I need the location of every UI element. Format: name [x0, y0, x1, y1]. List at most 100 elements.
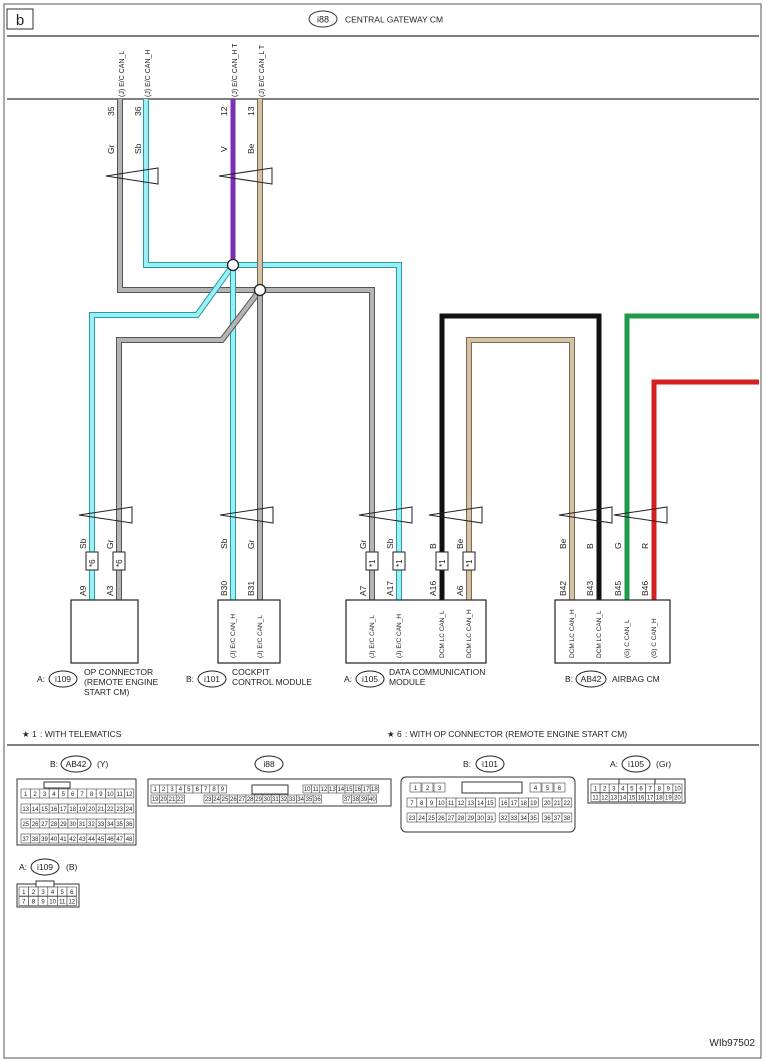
wires [89, 99, 759, 600]
top-signal-13: (J) E/C CAN_L T [259, 44, 266, 97]
i105-pin-12: 12 [601, 796, 608, 802]
op-connector-oval [48, 670, 78, 688]
i101-pin-6: 6 [558, 786, 562, 792]
top-pin-35: 35 [106, 106, 116, 116]
i88-pin-14: 14 [337, 787, 344, 793]
cv-i109-oval [30, 858, 60, 876]
i88-pin-39: 39 [361, 797, 368, 803]
i109-pin-6-cell [66, 886, 77, 897]
ab42-pin-3: 3 [43, 792, 47, 798]
i101-pin-20: 20 [544, 801, 551, 807]
ab42-pin-8: 8 [90, 792, 94, 798]
cockpit-signal-1: (J) E/C CAN_H [230, 614, 237, 658]
ab42-pin-25: 25 [22, 822, 29, 828]
cv-i101-id: i101 [482, 759, 498, 769]
i105-pin-16: 16 [638, 796, 645, 802]
i101-pin-14: 14 [477, 801, 484, 807]
i101-outline [400, 776, 576, 833]
i88-pin-29: 29 [255, 797, 262, 803]
airbag-signal-1: DCM LC CAN_H [569, 609, 576, 658]
color-a9: Sb [78, 538, 88, 549]
cockpit-module-box [217, 599, 281, 664]
note-1-mark: ★ 1 [22, 729, 37, 739]
note-a17: *1 [395, 559, 404, 567]
top-color-36: Sb [133, 143, 143, 154]
i88-pin-22-cell [175, 794, 185, 804]
ab42-pin-38: 38 [32, 837, 39, 843]
i88-pin-35: 35 [306, 797, 313, 803]
gateway-connector: i88 [317, 15, 329, 25]
ab42-pin-2: 2 [33, 792, 37, 798]
i101-pin-34: 34 [520, 816, 527, 822]
i109-pin-3: 3 [41, 890, 45, 896]
pin-b45: B45 [613, 581, 623, 596]
wire-be-loop [467, 338, 574, 600]
i101-pin-19: 19 [530, 801, 537, 807]
i101-pin-23: 23 [409, 816, 416, 822]
i101-pin-28: 28 [458, 816, 465, 822]
i101-pin-36: 36 [544, 816, 551, 822]
top-pin-13: 13 [246, 106, 256, 116]
i109-pin-8: 8 [32, 900, 36, 906]
ab42-pin-48: 48 [126, 837, 133, 843]
ab42-pin-29: 29 [60, 822, 67, 828]
i88-latch [251, 784, 289, 795]
ab42-pin-39: 39 [41, 837, 48, 843]
note-box-a16 [435, 551, 449, 571]
ab42-pin-26: 26 [32, 822, 39, 828]
bottom-pin-numbers: A9 A3 B30 B31 A7 A17 A16 A6 B42 B43 B45 … [78, 581, 650, 596]
color-b46: R [640, 543, 650, 549]
i109-pin-2: 2 [32, 890, 36, 896]
twist-marker-b30 [219, 506, 274, 524]
note-a9: *6 [88, 559, 97, 567]
pin-b43: B43 [585, 581, 595, 596]
i88-pin-25: 25 [222, 797, 229, 803]
i105-pin-5: 5 [630, 787, 634, 793]
i101-pin-22-cell [561, 797, 573, 808]
i88-pin-30: 30 [264, 797, 271, 803]
ab42-pin-17: 17 [60, 807, 67, 813]
ab42-pin-44: 44 [88, 837, 95, 843]
i105-pin-14: 14 [620, 796, 627, 802]
ab42-pin-35: 35 [116, 822, 123, 828]
i101-pin-19-cell [528, 797, 539, 808]
i88-pin-7: 7 [204, 787, 208, 793]
note-box-a3 [112, 551, 126, 571]
i105-pin-1: 1 [594, 787, 598, 793]
i109-pin-11: 11 [59, 900, 66, 906]
twist-marker-top-1 [105, 167, 159, 185]
i101-pin-25: 25 [428, 816, 435, 822]
dcm-signal-4: DCM LC CAN_H [466, 609, 473, 658]
i88-pin-27: 27 [238, 797, 245, 803]
i105-pin-17: 17 [647, 796, 654, 802]
i105-pin-4: 4 [621, 787, 625, 793]
ab42-pin-42: 42 [69, 837, 76, 843]
ab42-pin-36-cell [124, 818, 135, 829]
note-a16: *1 [438, 559, 447, 567]
diagram-id: WIb97502 [709, 1038, 755, 1049]
i109-pin-12-cell [66, 896, 77, 906]
i101-pin-1-cell [409, 782, 422, 793]
color-a6: Be [455, 538, 465, 549]
op-name-2: (REMOTE ENGINE [84, 677, 158, 687]
ab42-pin-28: 28 [51, 822, 58, 828]
cv-i105-id: i105 [628, 759, 644, 769]
cv-ab42-id: AB42 [66, 759, 87, 769]
wire-gr-35 [118, 99, 374, 600]
i88-pin-17: 17 [363, 787, 370, 793]
i88-pin-16: 16 [354, 787, 361, 793]
bottom-color-codes: Sb Gr Sb Gr Gr Sb B Be Be B G R [78, 538, 650, 549]
cv-i109-id: i109 [37, 862, 53, 872]
i101-pin-29: 29 [467, 816, 474, 822]
wire-gr-a3 [117, 288, 262, 600]
wire-be-loop-outline [466, 337, 575, 600]
i105-pin-19: 19 [665, 796, 672, 802]
ab42-pin-24-cell [124, 803, 135, 814]
i101-pin-10: 10 [438, 801, 445, 807]
ab42-pin-14: 14 [32, 807, 39, 813]
i88-pin-8: 8 [212, 787, 216, 793]
i109-latch [35, 880, 55, 888]
cockpit-name-1: COCKPIT [232, 667, 270, 677]
wire-gr-a3-outline [116, 288, 263, 600]
